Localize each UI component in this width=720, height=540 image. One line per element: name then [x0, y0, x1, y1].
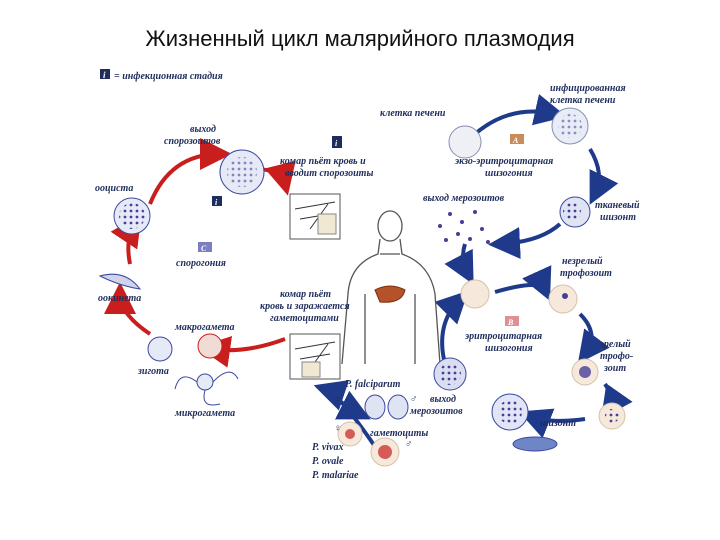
stage-badge-c: C [198, 242, 212, 253]
label-mosquito-bite-2-3: гаметоцитами [270, 313, 339, 324]
label-gametocytes: гаметоциты [370, 428, 428, 439]
label-infected-liver-cell-1: инфицированная [550, 83, 626, 94]
label-erythro-2: шизогония [485, 343, 533, 354]
label-ookinete: оокинета [98, 293, 141, 304]
label-mosquito-bite-1-2: вводит спорозоиты [285, 168, 373, 179]
merozoite-burst [433, 357, 467, 391]
label-infected-liver-cell-2: клетка печени [550, 95, 616, 106]
label-female-2: ♀ [334, 423, 342, 434]
label-exo-1: экзо-эритроцитарная [454, 156, 553, 167]
label-merozoite-release2-2: мерозоитов [409, 406, 463, 417]
label-mosquito-bite-2-1: комар пьёт [280, 289, 331, 300]
stage-badge-a: A [510, 134, 524, 145]
human-silhouette [341, 210, 441, 365]
label-mosquito-bite-2-2: кровь и заражается [260, 301, 350, 312]
label-mature-troph-1: зрелый [599, 339, 631, 350]
label-microgamete: микрогамета [174, 408, 235, 419]
macrogamete-cell [197, 333, 223, 359]
label-p-malariae: P. malariae [312, 470, 359, 481]
svg-text:i: i [215, 198, 218, 207]
label-macrogamete: макрогамета [174, 322, 235, 333]
infection-badge-sporozoites: i [212, 196, 222, 207]
label-merozoite-release: выход мерозоитов [423, 193, 505, 204]
liver-cycle-arrows [444, 94, 619, 285]
label-schizont: шизонт [540, 418, 576, 429]
label-p-ovale: P. ovale [312, 456, 344, 467]
red-blood-cell [460, 279, 490, 309]
life-cycle-diagram: i = инфекционная стадия [80, 64, 655, 484]
liver-cell [448, 125, 482, 159]
gametocyte-banana [512, 436, 558, 452]
zygote-cell [147, 336, 173, 362]
label-sporozoite-release-1: выход [190, 124, 216, 135]
label-immature-troph-1: незрелый [562, 256, 603, 267]
legend-text: = инфекционная стадия [114, 71, 223, 82]
label-zygote: зигота [137, 366, 169, 377]
label-female-1: ♀ [334, 394, 342, 405]
label-p-falciparum: P. falciparum [345, 379, 401, 390]
label-sporozoite-release-2: спорозоитов [164, 136, 221, 147]
infection-badge-icon [100, 69, 110, 79]
immature-trophozoite-cell [548, 284, 578, 314]
microgamete-cell [174, 371, 239, 406]
liver-icon [374, 285, 406, 303]
mosquito-box-1 [289, 193, 341, 240]
legend-badge: i [103, 70, 106, 80]
erythrocytic-cycle-arrows [313, 265, 633, 456]
infection-badge-bite: i [332, 136, 342, 148]
mosquito-box-2 [289, 333, 341, 380]
merozoite-cloud [438, 210, 490, 244]
label-liver-cell: клетка печени [380, 108, 446, 119]
label-p-vivax: P. vivax [312, 442, 343, 453]
legend: i = инфекционная стадия [100, 69, 223, 82]
svg-text:i: i [335, 139, 338, 148]
label-mature-troph-2: трофо- [600, 351, 633, 362]
label-immature-troph-2: трофозоит [560, 268, 612, 279]
label-oocyst: ооциста [95, 183, 133, 194]
svg-text:C: C [201, 244, 207, 253]
label-tissue-schizont-1: тканевый [595, 200, 640, 211]
label-male-1: ♂ [410, 394, 418, 405]
ookinete-cell [98, 273, 142, 290]
label-exo-2: шизогония [485, 168, 533, 179]
gametocyte-cells [337, 394, 409, 467]
diagram-canvas: i = инфекционная стадия [95, 69, 640, 481]
label-male-2: ♂ [405, 439, 413, 450]
slide-title: Жизненный цикл малярийного плазмодия [145, 26, 575, 51]
label-mosquito-bite-1-1: комар пьёт кровь и [280, 156, 366, 167]
label-sporogony: спорогония [176, 258, 226, 269]
label-erythro-1: эритроцитарная [464, 331, 542, 342]
label-tissue-schizont-2: шизонт [600, 212, 636, 223]
stage-badge-b: B [505, 316, 519, 327]
svg-text:B: B [507, 318, 514, 327]
label-merozoite-release2-1: выход [430, 394, 456, 405]
label-mature-troph-3: зоит [603, 363, 626, 374]
svg-text:A: A [512, 136, 519, 145]
